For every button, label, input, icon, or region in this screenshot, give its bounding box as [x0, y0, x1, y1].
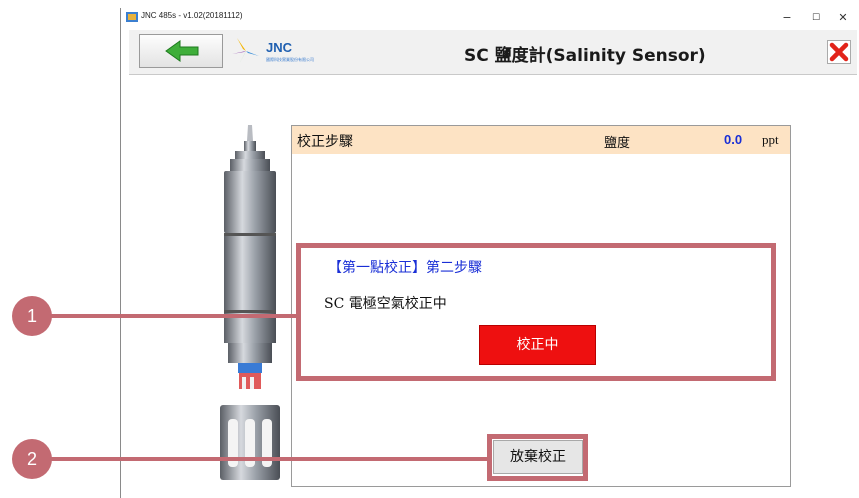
maximize-button[interactable]: ☐: [811, 13, 821, 23]
callout-line-1: [50, 314, 297, 318]
back-button[interactable]: [139, 34, 223, 68]
salinity-sensor-illustration: [220, 125, 280, 480]
salinity-value: 0.0: [724, 132, 743, 147]
callout-marker-1: 1: [12, 296, 52, 336]
callout-line-2: [50, 457, 488, 461]
salinity-unit: ppt: [762, 132, 779, 147]
panel-header: 校正步驟 鹽度 0.0 ppt: [292, 126, 790, 154]
toolbar: JNC 國際科技實業股份有限公司 SC 鹽度計(Salinity Sensor): [129, 30, 857, 75]
back-arrow-icon: [165, 40, 199, 62]
title-bar: JNC 485s - v1.02(20181112) − ☐ ✕: [121, 8, 859, 28]
close-button[interactable]: [827, 40, 851, 64]
callout-marker-2: 2: [12, 439, 52, 479]
salinity-label: 鹽度: [604, 136, 631, 151]
window-close-button[interactable]: ✕: [838, 11, 848, 24]
abort-calibration-button[interactable]: 放棄校正: [493, 440, 583, 474]
page-title: SC 鹽度計(Salinity Sensor): [464, 46, 706, 66]
logo-subtext: 國際科技實業股份有限公司: [266, 57, 314, 62]
calibration-step-text: 【第一點校正】第二步驟: [328, 260, 482, 276]
app-icon: [126, 12, 138, 22]
highlight-box-1: [296, 243, 776, 381]
window-title: JNC 485s - v1.02(20181112): [141, 11, 243, 20]
calibration-steps-label: 校正步驟: [297, 134, 353, 150]
close-icon: [829, 42, 849, 62]
minimize-button[interactable]: −: [782, 11, 792, 24]
calibration-panel: 校正步驟 鹽度 0.0 ppt: [291, 125, 791, 487]
calibrating-button[interactable]: 校正中: [479, 325, 596, 365]
highlight-box-2: [487, 434, 588, 481]
logo-mark-icon: [232, 38, 259, 64]
jnc-logo: JNC 國際科技實業股份有限公司: [229, 34, 329, 68]
logo-text: JNC: [266, 40, 293, 55]
calibration-status-text: SC 電極空氣校正中: [324, 296, 447, 312]
